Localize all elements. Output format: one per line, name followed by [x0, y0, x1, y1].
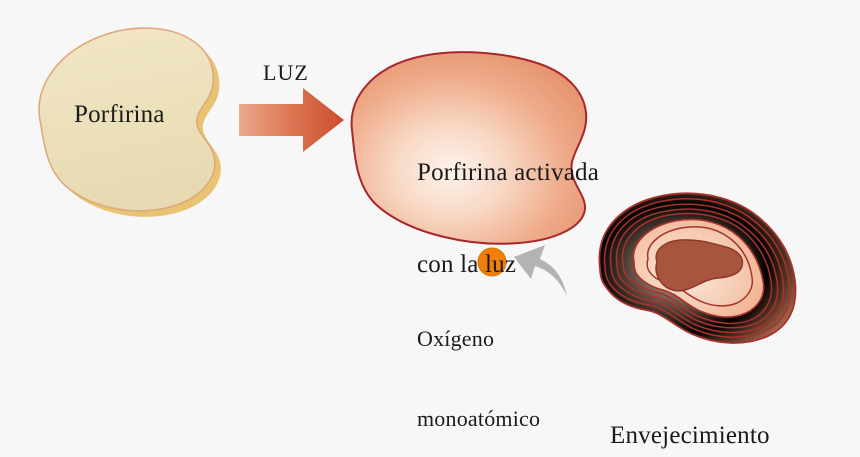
luz-arrow: [239, 88, 344, 152]
oxigeno-label: Oxígeno monoatómico: [417, 272, 540, 457]
cell-contour-ring-2: [609, 203, 785, 334]
porfirina-label: Porfirina: [74, 101, 165, 128]
oxigeno-line-1: Oxígeno: [417, 325, 495, 351]
cell-contour-ring-3: [615, 208, 779, 329]
cell-nucleus: [655, 239, 744, 292]
cell-contour-ring-4: [621, 212, 773, 325]
oxigeno-line-2: monoatómico: [417, 406, 541, 432]
porfirina-blob-group: [38, 27, 221, 217]
aged-cell-group: [598, 192, 797, 344]
luz-label: LUZ: [263, 60, 309, 85]
cell-contour-ring-1: [603, 198, 791, 338]
porfirina-blob-body: [38, 27, 216, 212]
porfirina-activada-blob: [350, 51, 588, 245]
envejecimiento-line-1: Envejecimiento: [610, 422, 770, 449]
porfirina-activada-line-1: Porfirina activada: [417, 159, 599, 186]
porfirina-activada-line-2: con la luz: [417, 250, 517, 278]
porfirina-activada-label: Porfirina activada con la luz: [417, 97, 599, 341]
oxygen-pointer-arrow: [514, 245, 567, 296]
envejecimiento-celular-label: Envejecimiento celular: [610, 360, 770, 457]
oxygen-atom-dot: [477, 247, 507, 277]
